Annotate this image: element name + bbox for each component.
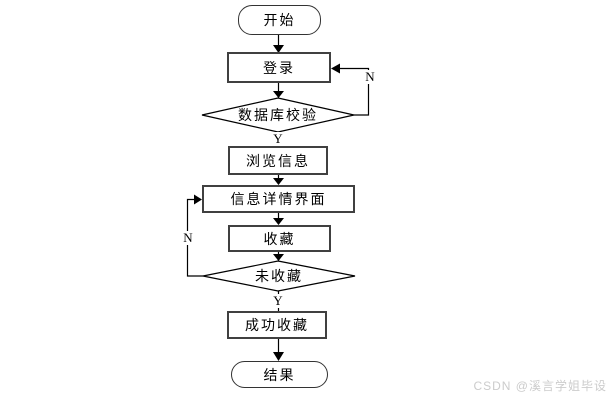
arrowhead-down-login bbox=[273, 45, 284, 53]
branch-label-dbcheck-yes: Y bbox=[270, 131, 286, 146]
decision-not-favorited-shape bbox=[202, 260, 356, 292]
arrowhead-down-end bbox=[273, 352, 284, 361]
branch-label-notfav-no: N bbox=[180, 230, 196, 245]
arrowhead-down-notfav bbox=[273, 254, 284, 261]
edge-dbcheck-login-noloop bbox=[340, 67, 370, 116]
csdn-watermark: CSDN @溪言学姐毕设 bbox=[473, 379, 607, 393]
branch-label-notfav-yes: Y bbox=[270, 293, 286, 308]
node-success: 成功收藏 bbox=[227, 311, 327, 339]
node-detail: 信息详情界面 bbox=[202, 185, 355, 213]
node-db-check: 数据库校验 bbox=[238, 109, 318, 124]
arrowhead-left-login bbox=[331, 63, 340, 74]
node-not-favorited: 未收藏 bbox=[255, 270, 303, 285]
branch-label-dbcheck-no: N bbox=[362, 69, 378, 84]
arrowhead-right-detail bbox=[194, 194, 202, 205]
node-favorite: 收藏 bbox=[228, 225, 331, 252]
arrowhead-down-detail bbox=[273, 178, 284, 185]
node-end: 结果 bbox=[231, 361, 328, 388]
arrowhead-down-dbcheck bbox=[273, 91, 284, 98]
node-login: 登录 bbox=[227, 52, 331, 83]
node-start: 开始 bbox=[238, 5, 321, 35]
node-browse: 浏览信息 bbox=[228, 146, 328, 175]
arrowhead-down-favorite bbox=[273, 218, 284, 225]
